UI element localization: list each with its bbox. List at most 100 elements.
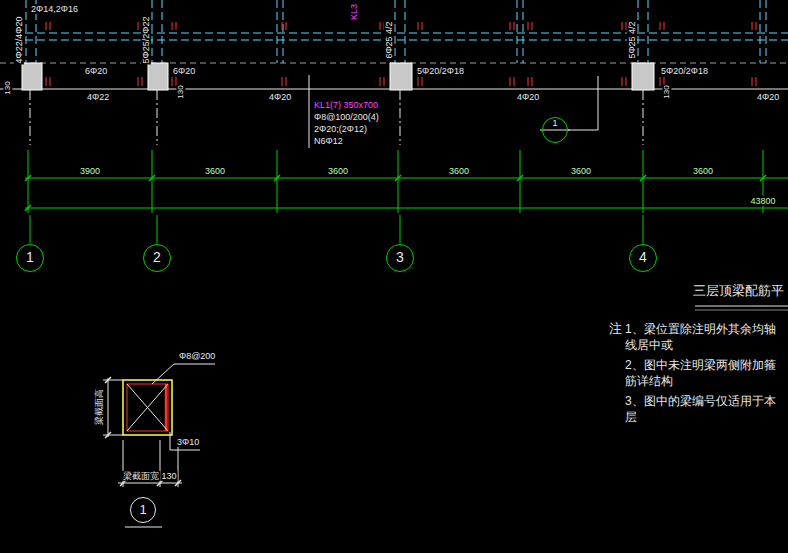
beam-edge <box>395 0 396 63</box>
node-label: 2 <box>153 250 161 265</box>
stirrup-mark <box>664 22 665 30</box>
beam-section <box>123 380 172 435</box>
detail-underline <box>125 527 162 528</box>
dimension-tick <box>25 205 31 211</box>
stirrup-mark <box>418 77 419 86</box>
axis-line <box>643 215 644 243</box>
beam-edge <box>766 0 767 63</box>
section-detail <box>103 364 215 527</box>
rebar-annotation: 6Φ20 <box>172 66 196 76</box>
beam-edge <box>405 0 406 63</box>
column <box>148 63 168 90</box>
rebar-annotation: 6Φ20 <box>84 66 108 76</box>
stirrup <box>165 384 168 431</box>
rebar-annotation: N6Φ12 <box>313 136 344 146</box>
axis-bubble: 1 <box>16 244 44 272</box>
detail-marker: 1 <box>130 497 156 523</box>
stirrup-mark <box>510 77 511 86</box>
note-text: 3、图中的梁编号仅适用于本层 <box>624 394 784 425</box>
drawing-title: 三层顶梁配筋平 <box>692 284 785 299</box>
note-text: 注 <box>608 322 623 337</box>
section-marker: 1 <box>542 117 568 143</box>
dimension-lines <box>25 150 788 243</box>
dimension-text: 3600 <box>692 166 714 176</box>
axis-bubble: 3 <box>386 244 414 272</box>
stirrup-mark <box>514 77 515 86</box>
beam-code: KL3 <box>349 3 359 21</box>
beam-lines <box>0 0 788 89</box>
rebar-annotation: 5Φ20/2Φ18 <box>416 66 465 76</box>
stirrup-mark <box>528 22 529 30</box>
extension-line <box>520 150 521 213</box>
stirrup-mark <box>50 22 51 30</box>
stirrup-mark <box>282 77 283 86</box>
extension-line <box>28 150 29 213</box>
dimension-tick <box>105 377 111 383</box>
stirrup <box>127 384 168 431</box>
title-underline <box>695 310 788 311</box>
dimension-line <box>25 178 788 179</box>
stirrup-mark <box>172 22 173 30</box>
beam-edge <box>26 0 27 63</box>
stirrup-mark <box>282 22 283 30</box>
rebar-annotation: 130 <box>160 471 177 481</box>
stirrup-mark <box>418 22 419 30</box>
leader-line <box>309 75 310 148</box>
stirrup-mark <box>532 22 533 30</box>
axis-line <box>157 90 158 145</box>
section-cross <box>127 384 168 431</box>
rebar-annotation: Φ8@100/200(4) <box>313 112 380 122</box>
stirrup-mark <box>514 22 515 30</box>
axis-line <box>30 90 31 145</box>
axis-line <box>157 215 158 243</box>
leader-line <box>170 432 171 450</box>
rebar-annotation: 3Φ10 <box>176 437 200 447</box>
rebar-annotation: 4Φ22 <box>86 92 110 102</box>
extension-line <box>277 150 278 213</box>
rebar-annotation: 4Φ22/4Φ20 <box>14 16 24 65</box>
dimension-text: 3900 <box>79 166 101 176</box>
stirrup-mark <box>286 22 287 30</box>
node-label: 4 <box>639 250 647 265</box>
stirrup-mark <box>46 22 47 30</box>
column <box>632 63 654 90</box>
rebar-annotation: 5Φ25/2Φ22 <box>141 16 151 65</box>
stirrup-mark <box>384 77 385 86</box>
section-cross <box>127 384 168 431</box>
beam-code: KL1(7) 350x700 <box>313 100 379 110</box>
extension-line <box>103 380 123 381</box>
leader-line <box>174 364 215 365</box>
beam-edge <box>277 0 278 63</box>
stirrup-mark <box>142 77 143 86</box>
axis-line <box>400 90 401 145</box>
stirrup-mark <box>626 77 627 86</box>
axis-bubble: 4 <box>629 244 657 272</box>
leader-line <box>568 130 598 131</box>
stirrup-mark <box>752 22 753 30</box>
columns <box>22 63 654 90</box>
dimension-text: 43800 <box>749 196 776 206</box>
column <box>390 63 412 90</box>
node-label: 1 <box>26 250 34 265</box>
dimension-text: 3600 <box>570 166 592 176</box>
beam-edge <box>25 40 788 41</box>
stirrup-mark <box>172 77 173 86</box>
stirrup-mark <box>138 22 139 30</box>
extension-line <box>152 150 153 213</box>
leaders <box>309 75 788 310</box>
stirrup-mark <box>380 77 381 86</box>
leader-line <box>598 76 599 130</box>
column <box>22 63 42 90</box>
note-text: 2、图中未注明梁两侧附加箍筋详结构 <box>624 358 784 389</box>
node-label: 1 <box>139 503 146 517</box>
stirrup-mark <box>622 22 623 30</box>
stirrup-mark <box>752 77 753 86</box>
beam-edge <box>648 0 649 63</box>
leader-line <box>170 450 200 451</box>
dimension-line <box>108 378 109 437</box>
rebar-annotation: 130 <box>176 84 185 99</box>
extension-line <box>643 150 644 213</box>
rebar-annotation: 4Φ20 <box>756 92 780 102</box>
beam-edge <box>523 0 524 63</box>
